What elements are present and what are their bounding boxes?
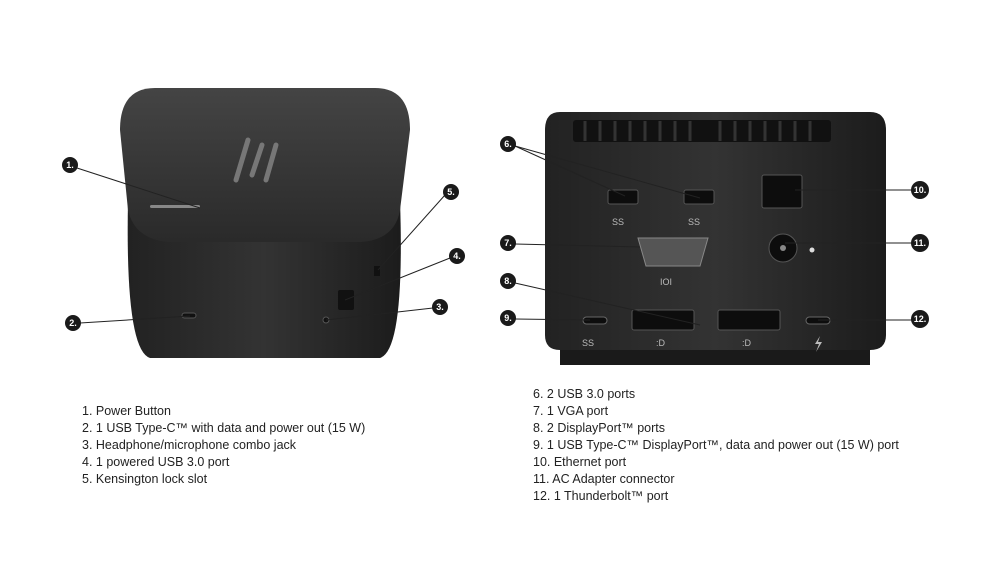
- displayport-2: [717, 309, 781, 331]
- displayport-1: [631, 309, 695, 331]
- rear-legend: 6. 2 USB 3.0 ports 7. 1 VGA port 8. 2 Di…: [533, 386, 899, 505]
- legend-item: 3. Headphone/microphone combo jack: [82, 438, 297, 452]
- svg-text:9.: 9.: [504, 313, 512, 323]
- callout-2: 2.: [65, 315, 81, 331]
- svg-text:IOI: IOI: [660, 277, 672, 287]
- callout-10: 10.: [911, 181, 929, 199]
- usb-a-port-1: [607, 189, 639, 205]
- usb-a-port-2: [683, 189, 715, 205]
- power-button[interactable]: [150, 205, 200, 208]
- callout-8: 8.: [500, 273, 516, 289]
- legend-item: 8. 2 DisplayPort™ ports: [533, 421, 665, 435]
- legend-item: 12. 1 Thunderbolt™ port: [533, 489, 669, 503]
- front-dock-image: [120, 88, 410, 358]
- rear-dock-image: SS SS IOI :D :D SS: [545, 112, 886, 365]
- legend-item: 11. AC Adapter connector: [533, 472, 675, 486]
- svg-text:1.: 1.: [66, 160, 74, 170]
- front-usb-c-port: [181, 312, 197, 319]
- ethernet-port: [761, 174, 803, 209]
- svg-text:11.: 11.: [914, 238, 926, 248]
- legend-item: 4. 1 powered USB 3.0 port: [82, 455, 230, 469]
- svg-text:4.: 4.: [453, 251, 461, 261]
- legend-item: 9. 1 USB Type-C™ DisplayPort™, data and …: [533, 438, 899, 452]
- legend-item: 7. 1 VGA port: [533, 404, 609, 418]
- svg-text:10.: 10.: [914, 185, 927, 195]
- callout-11: 11.: [911, 234, 929, 252]
- callout-6: 6.: [500, 136, 516, 152]
- svg-text:SS: SS: [582, 338, 594, 348]
- svg-text::D: :D: [742, 338, 752, 348]
- svg-text:3.: 3.: [436, 302, 444, 312]
- callout-12: 12.: [911, 310, 929, 328]
- svg-text::D: :D: [656, 338, 666, 348]
- legend-item: 2. 1 USB Type-C™ with data and power out…: [82, 421, 366, 435]
- callout-9: 9.: [500, 310, 516, 326]
- thunderbolt-icon: [815, 336, 822, 352]
- svg-text:SS: SS: [612, 217, 624, 227]
- svg-text:6.: 6.: [504, 139, 512, 149]
- legend-item: 1. Power Button: [82, 404, 171, 418]
- callout-3: 3.: [432, 299, 448, 315]
- callout-1: 1.: [62, 157, 78, 173]
- svg-text:2.: 2.: [69, 318, 77, 328]
- hp-logo: [233, 137, 279, 183]
- callout-7: 7.: [500, 235, 516, 251]
- vent-grille: [573, 120, 831, 142]
- svg-text:5.: 5.: [447, 187, 455, 197]
- vga-port: [637, 237, 709, 267]
- callout-5: 5.: [443, 184, 459, 200]
- svg-text:8.: 8.: [504, 276, 512, 286]
- usb-c-port: [582, 316, 608, 325]
- svg-text:12.: 12.: [914, 314, 927, 324]
- svg-text:7.: 7.: [504, 238, 512, 248]
- svg-text:SS: SS: [688, 217, 700, 227]
- leader-lines: [76, 145, 912, 326]
- legend-item: 10. Ethernet port: [533, 455, 627, 469]
- front-legend: 1. Power Button 2. 1 USB Type-C™ with da…: [82, 403, 365, 488]
- kensington-slot: [374, 266, 380, 276]
- callout-4: 4.: [449, 248, 465, 264]
- legend-item: 6. 2 USB 3.0 ports: [533, 387, 636, 401]
- legend-item: 5. Kensington lock slot: [82, 472, 208, 486]
